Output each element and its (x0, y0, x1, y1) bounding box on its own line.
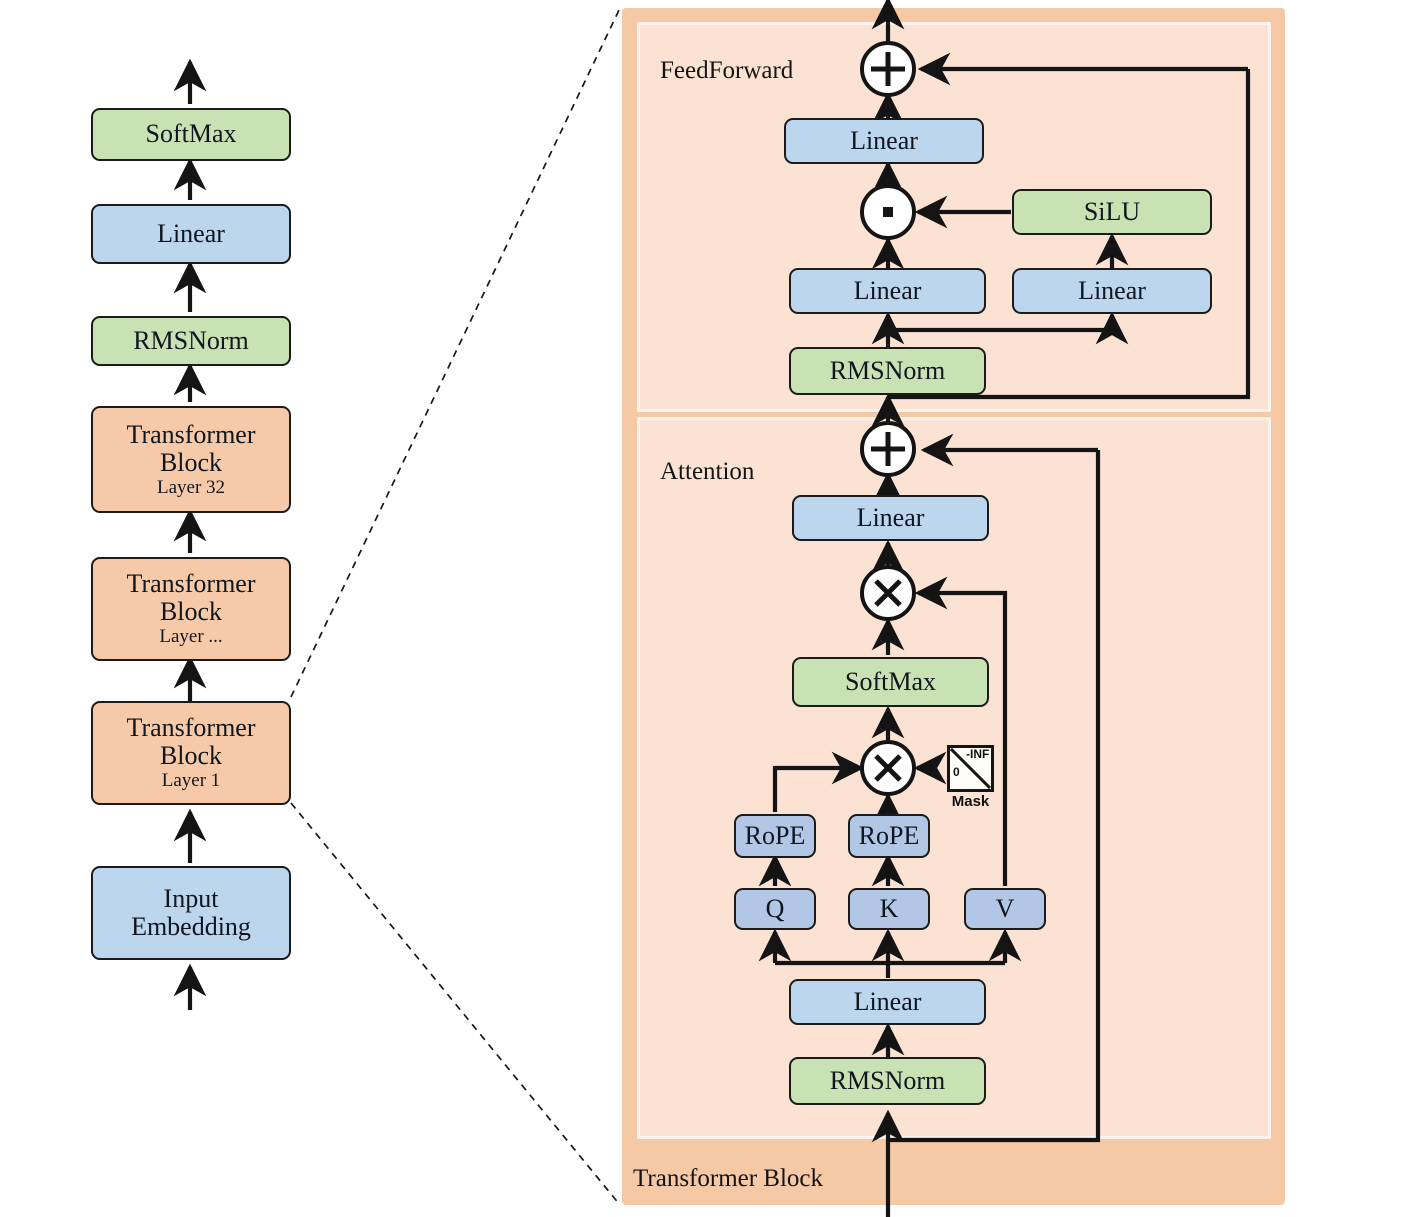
attn-rope-q[interactable]: RoPE (734, 814, 816, 858)
causal-mask-icon (947, 745, 994, 792)
attn-q[interactable]: Q (734, 888, 816, 930)
attn-softmax-label: SoftMax (845, 666, 936, 696)
feedforward-label: FeedForward (660, 57, 794, 84)
transformer-block-panel-label: Transformer Block (633, 1165, 824, 1192)
left-node-transformer-block-32[interactable]: Transformer Block Layer 32 (91, 406, 291, 513)
ff-up-linear-label: Linear (1078, 275, 1146, 305)
ff-out-linear-label: Linear (850, 125, 918, 155)
attn-rope-q-label: RoPE (744, 820, 806, 850)
left-node-transformer-block-32-title: Transformer Block (126, 419, 256, 477)
left-node-softmax[interactable]: SoftMax (91, 108, 291, 161)
ff-silu[interactable]: SiLU (1012, 189, 1212, 235)
left-node-transformer-block-32-layer: Layer 32 (156, 476, 226, 498)
attn-out-linear-label: Linear (856, 502, 925, 532)
left-node-linear[interactable]: Linear (91, 204, 291, 264)
attn-k[interactable]: K (848, 888, 930, 930)
ff-rmsnorm-label: RMSNorm (829, 355, 946, 385)
ff-up-linear[interactable]: Linear (1012, 268, 1212, 314)
attn-qkv-linear[interactable]: Linear (789, 979, 986, 1025)
ff-gate-linear[interactable]: Linear (789, 268, 986, 314)
attn-softmax[interactable]: SoftMax (792, 657, 989, 707)
mask-upper-value: -INF (966, 747, 990, 761)
attn-rope-k[interactable]: RoPE (848, 814, 930, 858)
left-node-linear-label: Linear (157, 218, 225, 248)
left-node-transformer-block-mid-title: Transformer Block (126, 569, 256, 627)
ff-silu-label: SiLU (1083, 196, 1141, 226)
attn-rmsnorm-label: RMSNorm (829, 1065, 946, 1095)
ff-rmsnorm[interactable]: RMSNorm (789, 347, 986, 395)
left-node-rmsnorm-label: RMSNorm (133, 325, 249, 355)
attn-out-linear[interactable]: Linear (792, 495, 989, 541)
attn-qkv-linear-label: Linear (853, 986, 922, 1016)
attention-label: Attention (660, 458, 755, 485)
left-node-transformer-block-1-title: Transformer Block (126, 713, 256, 771)
attn-rope-k-label: RoPE (858, 820, 920, 850)
attn-v[interactable]: V (964, 888, 1046, 930)
attn-q-label: Q (765, 893, 785, 923)
left-node-transformer-block-mid[interactable]: Transformer Block Layer ... (91, 557, 291, 661)
attn-rmsnorm[interactable]: RMSNorm (789, 1057, 986, 1105)
ff-gate-linear-label: Linear (853, 275, 922, 305)
left-node-input-embedding-label: Input Embedding (131, 883, 251, 941)
left-node-transformer-block-1-layer: Layer 1 (161, 770, 221, 792)
mask-lower-value: 0 (953, 765, 960, 779)
left-node-transformer-block-1[interactable]: Transformer Block Layer 1 (91, 701, 291, 805)
attn-k-label: K (879, 893, 899, 923)
left-node-softmax-label: SoftMax (145, 119, 237, 149)
left-node-rmsnorm[interactable]: RMSNorm (91, 316, 291, 366)
left-node-transformer-block-mid-layer: Layer ... (159, 626, 223, 648)
ff-out-linear[interactable]: Linear (784, 118, 984, 164)
mask-caption: Mask (951, 793, 990, 810)
left-node-input-embedding[interactable]: Input Embedding (91, 866, 291, 960)
attn-v-label: V (995, 893, 1015, 923)
